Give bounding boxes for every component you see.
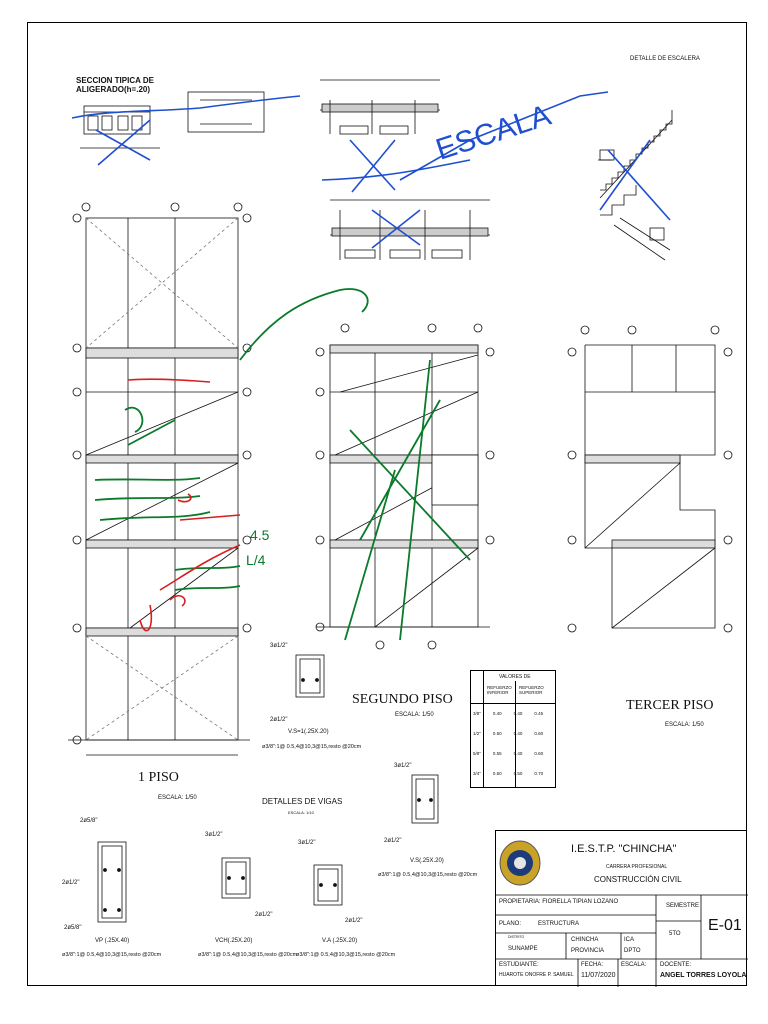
vs-rebar: ø3/8":1@ 0.5,4@10,3@15,resto @20cm xyxy=(262,744,362,750)
plan-2-piso xyxy=(315,323,495,650)
seccion-tipica-detail xyxy=(80,91,265,149)
va-label: V.A (.25X.20) xyxy=(322,938,358,944)
seccion-tipica-title: SECCION TIPICA DE ALIGERADO(h=.20) xyxy=(76,76,154,94)
tercer-piso-scale: ESCALA: 1/50 xyxy=(665,722,704,728)
plano-label: PLANO: xyxy=(499,921,522,927)
sheet-number: E-01 xyxy=(708,917,742,934)
beam-section-vs2 xyxy=(411,774,439,824)
provincia-label: PROVINCIA xyxy=(571,948,605,954)
beam-section-vs xyxy=(295,654,325,698)
handwritten-num-b: L/4 xyxy=(246,552,266,568)
beam-section-va xyxy=(313,864,343,906)
vs2-label: V.S(.25X.20) xyxy=(410,858,444,864)
plano: ESTRUCTURA xyxy=(538,921,580,927)
beam-section-vch xyxy=(221,857,251,899)
drawing-sheet xyxy=(27,22,747,986)
plan-1-piso xyxy=(68,217,250,756)
vs2-bar-label-bottom: 2ø1/2" xyxy=(384,838,402,844)
title-block: I.E.S.T.P. "CHINCHA" CARRERA PROFESIONAL… xyxy=(495,830,748,987)
vp-rebar: ø3/8":1@ 0.5,4@10,3@15,resto @20cm xyxy=(62,952,162,958)
semestre: 5TO xyxy=(669,931,681,937)
vs2-bar-label: 3ø1/2" xyxy=(394,763,412,769)
docente: ANGEL TORRES LOYOLA xyxy=(660,972,747,979)
vch-label: VCH(.25X.20) xyxy=(215,938,253,944)
estudiante: HUAROTE ONOFRE P. SAMUEL xyxy=(499,972,574,978)
vch-rebar: ø3/8":1@ 0.5,4@10,3@15,resto @20cm xyxy=(198,952,298,958)
detalles-vigas-title: DETALLES DE VIGAS xyxy=(262,797,343,806)
propietaria: PROPIETARIA: FIORELLA TIPIAN LOZANO xyxy=(499,899,619,905)
carrera: CONSTRUCCIÓN CIVIL xyxy=(594,875,682,884)
vp-bar-top: 2ø5/8" xyxy=(80,818,98,824)
va-bar-bottom: 2ø1/2" xyxy=(345,918,363,924)
carrera-label: CARRERA PROFESIONAL xyxy=(606,864,668,870)
values-table-col1: REFUERZO INFERIOR xyxy=(487,685,512,695)
segundo-piso-scale: ESCALA: 1/50 xyxy=(395,712,434,718)
detalle-escalera-title: DETALLE DE ESCALERA xyxy=(630,56,700,62)
vs-bar-label-bottom: 2ø1/2" xyxy=(270,717,288,723)
beam-elevation-1 xyxy=(320,79,440,135)
vp-label: VP (.25X.40) xyxy=(95,938,130,944)
handwritten-num-a: 4.5 xyxy=(250,527,270,543)
title-block-grid xyxy=(496,840,748,987)
beam-section-vp xyxy=(97,841,127,923)
vs-bar-label: 3ø1/2" xyxy=(270,643,288,649)
vch-bar-top: 3ø1/2" xyxy=(205,832,223,838)
institution-name: I.E.S.T.P. "CHINCHA" xyxy=(571,843,677,855)
vp-bar-mid: 2ø1/2" xyxy=(62,880,80,886)
handwriting-green xyxy=(94,288,471,641)
values-table-title: VALORES DE xyxy=(499,674,531,680)
tercer-piso-title: TERCER PISO xyxy=(626,698,714,713)
vch-bar-bottom: 2ø1/2" xyxy=(255,912,273,918)
provincia-val: CHINCHA xyxy=(571,937,599,943)
values-table-col2: REFUERZO SUPERIOR xyxy=(519,685,544,695)
stair-detail xyxy=(598,110,673,261)
vs-label: V.S=1(.25X.20) xyxy=(288,729,329,735)
handwritten-escala: ESCALA xyxy=(432,99,555,167)
handwriting-red xyxy=(127,378,241,632)
docente-label: DOCENTE: xyxy=(660,962,692,968)
estudiante-label: ESTUDIANTE: xyxy=(499,962,539,968)
segundo-piso-title: SEGUNDO PISO xyxy=(352,692,453,707)
dpto-val: ICA xyxy=(624,937,635,943)
detalles-vigas-scale: ESCALA: 1/10 xyxy=(288,810,314,815)
beam-elevation-2 xyxy=(330,199,490,260)
escala-label: ESCALA: xyxy=(621,962,647,968)
semestre-label: SEMESTRE xyxy=(666,903,700,909)
vs2-rebar: ø3/8":1@ 0.5,4@10,3@15,resto @20cm xyxy=(378,872,478,878)
plan-3-piso xyxy=(567,325,733,633)
fecha: 11/07/2020 xyxy=(581,972,616,979)
handwriting-blue xyxy=(71,91,671,249)
axis-bubbles-1 xyxy=(72,202,252,745)
primer-piso-scale: ESCALA: 1/50 xyxy=(158,795,197,801)
va-rebar: ø3/8":1@ 0.5,4@10,3@15,resto @20cm xyxy=(296,952,396,958)
distrito-label: DISTRITO xyxy=(508,935,525,939)
institution-logo xyxy=(499,840,541,886)
vp-bar-bottom: 2ø5/8" xyxy=(64,925,82,931)
primer-piso-title: 1 PISO xyxy=(138,770,179,785)
distrito: SUNAMPE xyxy=(508,946,538,952)
va-bar-top: 3ø1/2" xyxy=(298,840,316,846)
fecha-label: FECHA: xyxy=(581,962,604,968)
dpto-label: DPTO xyxy=(624,948,641,954)
values-table: VALORES DE REFUERZO INFERIOR REFUERZO SU… xyxy=(470,670,556,788)
